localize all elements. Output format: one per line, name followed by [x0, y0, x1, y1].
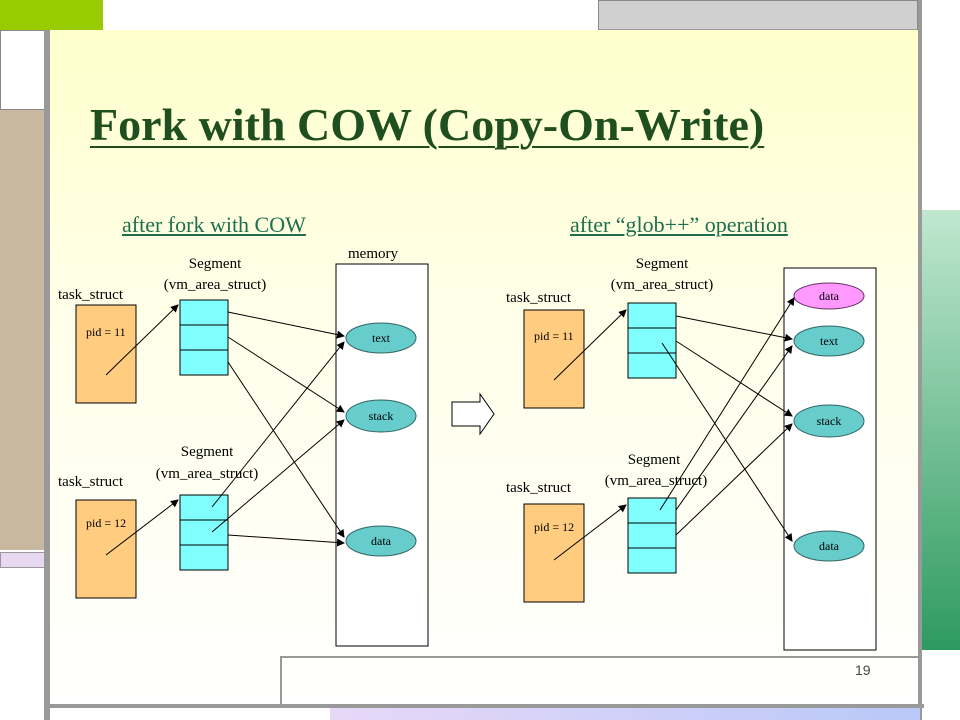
- left-arrow-task2-seg2: [105, 499, 179, 556]
- right-data-new-oval: [793, 282, 865, 310]
- left-task1-pid: pid = 11: [86, 325, 126, 339]
- right-arrow-task1-seg1: [553, 309, 627, 381]
- left-task2-label: task_struct: [58, 474, 123, 490]
- right-arrow-seg2-stack: [675, 423, 793, 536]
- left-arrow-seg2-data: [227, 534, 345, 547]
- right-segment2-line2: (vm_area_struct): [604, 473, 708, 489]
- right-segment2-box: [627, 497, 677, 574]
- frame-top-left-box: [0, 30, 48, 110]
- right-region-data-new: data: [819, 289, 840, 303]
- right-data-oval: [793, 530, 865, 562]
- footer-line: [280, 656, 918, 658]
- left-arrow-task1-seg1: [105, 304, 179, 376]
- right-task2-pid: pid = 12: [534, 520, 575, 534]
- right-arrow-seg1-data: [661, 342, 793, 542]
- right-task1-box: [523, 309, 585, 409]
- left-segment1-box: [179, 299, 229, 376]
- right-segment1-box: [627, 302, 677, 379]
- right-region-text: text: [820, 334, 839, 348]
- left-text-oval: [345, 322, 417, 354]
- left-segment2-box: [179, 494, 229, 571]
- slide-title: Fork with COW (Copy-On-Write): [90, 99, 765, 150]
- transition-arrow: [451, 392, 495, 436]
- footer-divider: [280, 656, 282, 704]
- left-task2-pid: pid = 12: [86, 516, 127, 530]
- right-segment1-line2: (vm_area_struct): [610, 277, 714, 293]
- left-stack-oval: [345, 399, 417, 433]
- left-arrow-seg2-text: [211, 341, 345, 508]
- left-arrow-seg1-text: [227, 311, 345, 339]
- right-region-data: data: [819, 539, 840, 553]
- right-arrow-seg1-stack: [675, 340, 793, 417]
- left-arrow-seg1-stack: [227, 336, 345, 413]
- frame-bottom-lilac: [330, 708, 920, 720]
- frame-left-tan: [0, 110, 48, 550]
- right-task1-label: task_struct: [506, 290, 571, 306]
- frame-bottom-strip: [44, 704, 924, 708]
- right-stack-oval: [793, 404, 865, 438]
- right-arrow-seg2-datanew: [659, 297, 795, 511]
- right-memory-box: [783, 267, 877, 651]
- left-segment1-line1: Segment: [188, 256, 242, 272]
- right-segment2-line1: Segment: [627, 452, 681, 468]
- left-memory-label: memory: [348, 246, 398, 262]
- frame-right-strip: [918, 0, 922, 720]
- right-region-stack: stack: [817, 414, 842, 428]
- right-arrow-task2-seg2: [553, 504, 627, 561]
- left-memory-box: [335, 263, 429, 647]
- left-data-oval: [345, 525, 417, 557]
- right-arrow-seg1-text: [675, 315, 793, 342]
- left-arrow-seg1-data: [227, 361, 345, 538]
- left-region-data: data: [371, 534, 392, 548]
- right-arrow-seg2-text: [675, 345, 793, 511]
- left-task1-box: [75, 304, 137, 404]
- right-task1-pid: pid = 11: [534, 329, 574, 343]
- frame-lime-block: [0, 0, 103, 30]
- page-number: 19: [855, 662, 871, 678]
- left-segment2-line2: (vm_area_struct): [155, 466, 259, 482]
- right-task2-box: [523, 503, 585, 603]
- left-heading: after fork with COW: [122, 212, 306, 237]
- left-task1-label: task_struct: [58, 287, 123, 303]
- right-task2-label: task_struct: [506, 480, 571, 496]
- left-region-text: text: [372, 331, 391, 345]
- right-text-oval: [793, 325, 865, 357]
- left-region-stack: stack: [369, 409, 394, 423]
- left-segment2-line1: Segment: [180, 444, 234, 460]
- right-segment1-line1: Segment: [635, 256, 689, 272]
- right-heading: after “glob++” operation: [570, 212, 788, 237]
- frame-left-strip: [44, 30, 50, 720]
- left-arrow-seg2-stack: [211, 419, 345, 533]
- frame-right-green: [922, 210, 960, 650]
- left-task2-box: [75, 499, 137, 599]
- frame-top-right-gray: [598, 0, 918, 30]
- left-segment1-line2: (vm_area_struct): [163, 277, 267, 293]
